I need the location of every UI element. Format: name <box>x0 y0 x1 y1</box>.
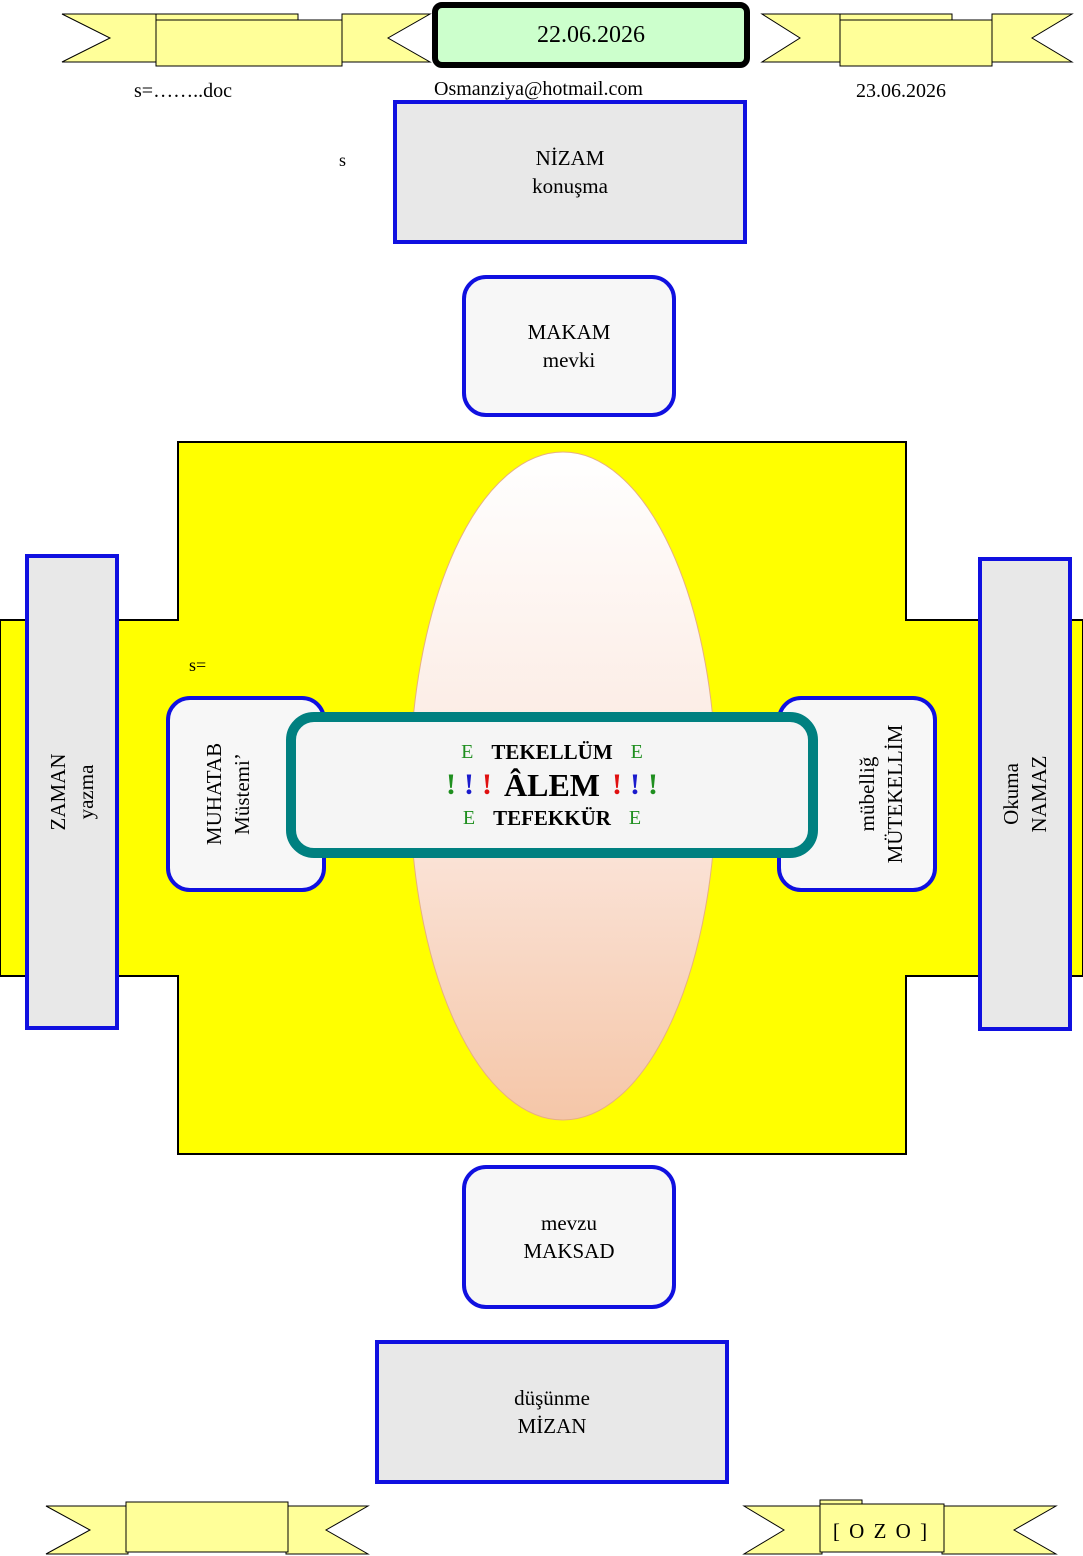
header-right-date: 23.06.2026 <box>856 80 946 102</box>
exclaim-left-2: ! <box>464 768 474 801</box>
okuma-subtitle: NAMAZ <box>1027 755 1051 833</box>
exclaim-left-1: ! <box>446 768 456 801</box>
nizam-subtitle: konuşma <box>532 174 608 198</box>
center-row-top: E TEKELLÜM E <box>461 740 643 765</box>
mevzu-subtitle: MAKSAD <box>523 1239 615 1263</box>
center-row-bottom: E TEFEKKÜR E <box>463 806 641 831</box>
ribbon-top-left <box>61 13 432 67</box>
ribbon-bottom-right <box>742 1499 1058 1555</box>
exclaim-right-2: ! <box>630 768 640 801</box>
makam-title: MAKAM <box>527 320 611 344</box>
okuma-box: Okuma NAMAZ <box>978 557 1072 1031</box>
mark-s-mid: s= <box>189 655 207 675</box>
zaman-box: ZAMAN yazma <box>25 554 119 1030</box>
mevzu-title: mevzu <box>541 1211 597 1235</box>
zaman-title: ZAMAN <box>46 753 70 831</box>
center-panel: E TEKELLÜM E ! ! ! ÂLEM ! ! ! E TEFEKKÜR… <box>286 712 818 858</box>
e-letter-bottom-right: E <box>628 806 642 829</box>
header-center-date: 22.06.2026 <box>537 21 645 48</box>
tefekkur-label: TEFEKKÜR <box>493 805 611 830</box>
okuma-title: Okuma <box>999 763 1023 825</box>
header-date-box: 22.06.2026 <box>432 2 750 68</box>
ribbon-top-right <box>760 13 1074 67</box>
e-letter-top-left: E <box>461 740 474 763</box>
exclaim-right-3: ! <box>648 768 658 801</box>
mevzu-box: mevzu MAKSAD <box>462 1165 676 1309</box>
ribbon-bottom-left <box>45 1501 370 1555</box>
tekellum-label: TEKELLÜM <box>491 739 613 764</box>
dusunme-box: düşünme MİZAN <box>375 1340 729 1484</box>
mark-s-top: s <box>339 150 347 170</box>
e-letter-top-right: E <box>630 740 643 763</box>
dusunme-subtitle: MİZAN <box>517 1414 587 1438</box>
dusunme-title: düşünme <box>514 1386 590 1410</box>
makam-box: MAKAM mevki <box>462 275 676 417</box>
nizam-title: NİZAM <box>535 146 605 170</box>
muhatab-subtitle: Müstemi’ <box>230 753 254 835</box>
alem-label: ÂLEM <box>504 766 600 803</box>
muhatab-title: MUHATAB <box>202 742 226 846</box>
mubellig-subtitle: MÜTEKELLİM <box>883 724 907 864</box>
zaman-subtitle: yazma <box>74 764 98 820</box>
mubellig-title: mübelliğ <box>855 756 879 832</box>
exclaim-right-1: ! <box>612 768 622 801</box>
exclaim-left-3: ! <box>482 768 492 801</box>
header-email: Osmanziya@hotmail.com <box>434 78 643 100</box>
nizam-box: NİZAM konuşma <box>393 100 747 244</box>
header-doc-label: s=……..doc <box>134 80 232 102</box>
makam-subtitle: mevki <box>542 348 596 372</box>
center-row-main: ! ! ! ÂLEM ! ! ! <box>442 767 662 804</box>
footer-ozo-label: [ O Z O ] <box>832 1518 930 1543</box>
e-letter-bottom-left: E <box>462 806 476 829</box>
